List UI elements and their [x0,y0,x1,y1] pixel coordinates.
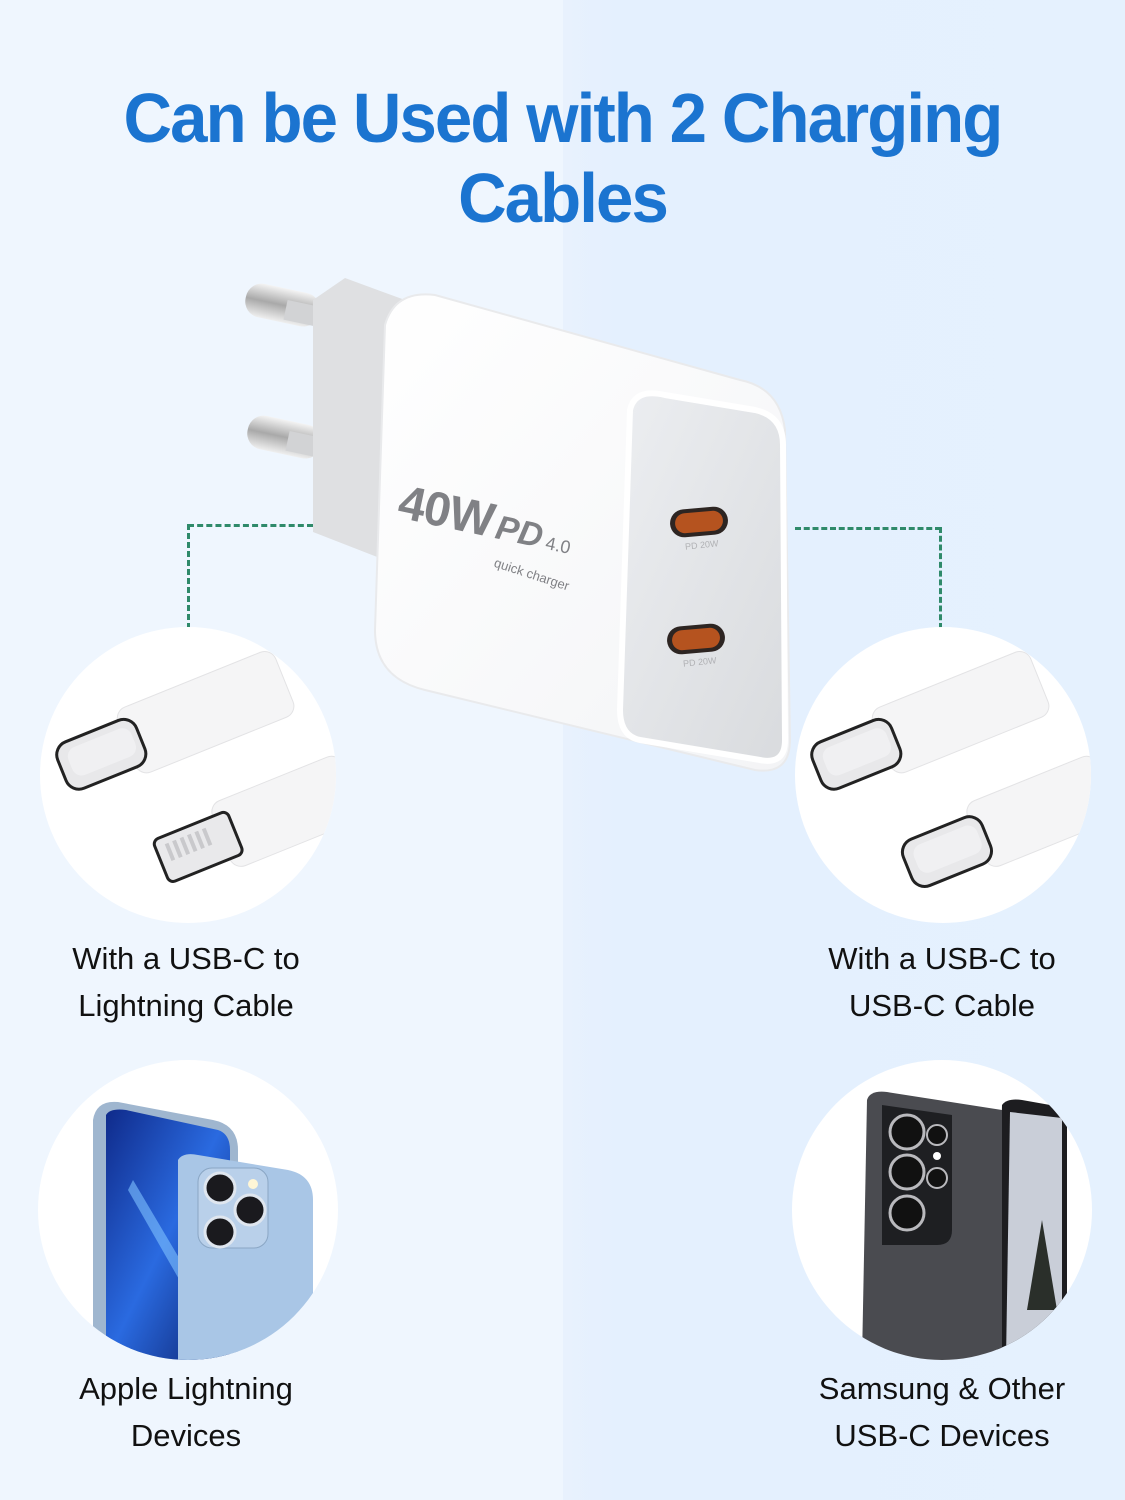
connector-line-left-horizontal [188,524,313,527]
pd-version: 4.0 [543,532,573,558]
device-label-line: USB-C Devices [834,1418,1050,1453]
device-label-samsung: Samsung & Other USB-C Devices [762,1365,1122,1459]
cable-usb-c-usb-c-icon [810,650,1091,888]
cable-label-line: USB-C Cable [848,988,1036,1023]
cable-label-line: Lightning Cable [78,988,294,1023]
cable-label-lightning: With a USB-C to Lightning Cable [6,935,366,1029]
connector-line-left-vertical [187,524,190,629]
device-label-line: Devices [130,1418,242,1453]
cable-label-usb-c: With a USB-C to USB-C Cable [762,935,1122,1029]
charger-icon [245,278,792,772]
usb-c-to-lightning-cable-image [40,627,336,923]
connector-line-right-vertical [939,527,942,629]
usb-c-to-usb-c-cable-image [795,627,1091,923]
device-label-line: Apple Lightning [79,1371,293,1406]
usb-c-port-icon [670,506,728,538]
charger-image: 40W PD 4.0 quick charger PD 20W PD 20W [235,270,805,780]
cable-usb-c-lightning-icon [55,650,336,883]
cable-label-line: With a USB-C to [828,941,1056,976]
device-label-apple: Apple Lightning Devices [6,1365,366,1459]
headline-title: Can be Used with 2 Charging Cables [123,79,1004,237]
usb-c-port-icon [667,623,725,655]
apple-iphone-image [38,1060,338,1360]
samsung-phone-image [792,1060,1092,1360]
pd-logo: PD [492,508,547,556]
iphone-icon [93,1101,313,1360]
samsung-phone-icon [862,1091,1067,1360]
connector-line-right-horizontal [795,527,941,530]
cable-label-line: With a USB-C to [72,941,300,976]
device-label-line: Samsung & Other [818,1371,1066,1406]
